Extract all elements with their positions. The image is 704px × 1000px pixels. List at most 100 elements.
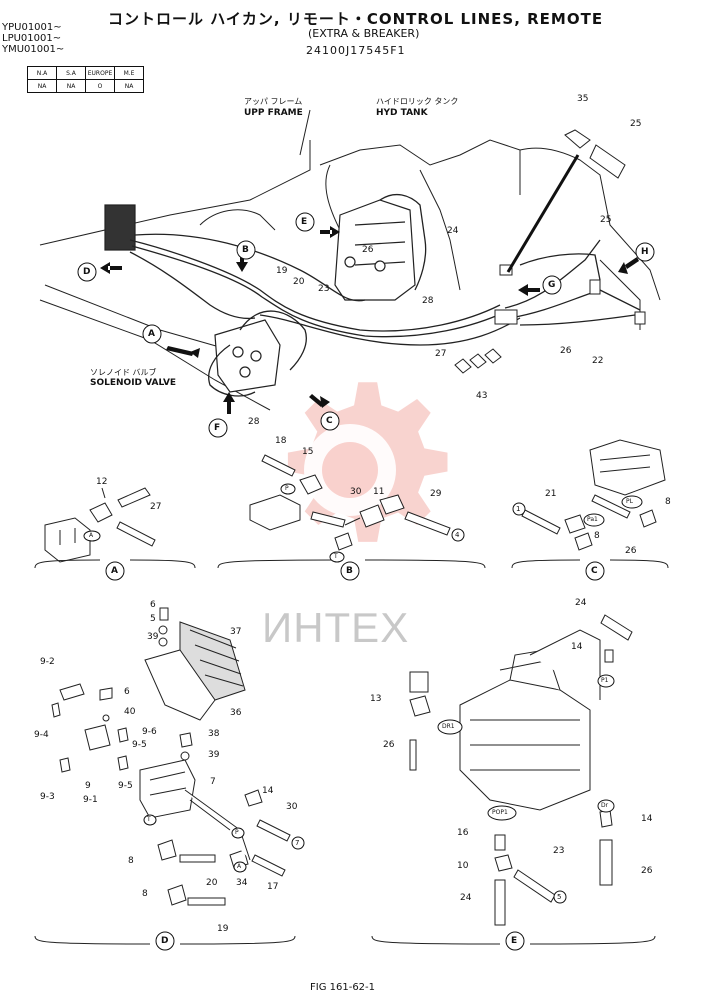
diagram-title: コントロール ハイカン, リモート・CONTROL LINES, REMOTE: [108, 10, 604, 28]
applicability-table: N.A S.A EUROPE M.E NA NA O NA: [27, 66, 144, 93]
section-circle-a: [105, 561, 125, 581]
port-label: DR1: [442, 723, 455, 730]
callout: 9-3: [40, 792, 55, 802]
callout: 21: [545, 489, 557, 499]
port-label: A: [237, 863, 242, 870]
view-marker-a: [142, 324, 162, 344]
callout: 8: [128, 856, 134, 866]
callout: 23: [318, 284, 330, 294]
port-label: P: [285, 485, 289, 492]
callout: 9-1: [83, 795, 98, 805]
port-label: POP1: [492, 809, 508, 816]
serial-list: YPU01001~ LPU01001~ YMU01001~: [2, 22, 64, 55]
solenoid-jp-label: ソレノイド バルブ: [90, 368, 157, 377]
callout: 8: [142, 889, 148, 899]
callout: 30: [350, 487, 362, 497]
port-label: P: [235, 829, 239, 836]
applicability-value: NA: [27, 79, 57, 93]
callout: 7: [210, 777, 216, 787]
port-label: A: [89, 532, 94, 539]
fittings: [454, 129, 646, 374]
callout: 26: [560, 346, 572, 356]
port-oval-t: [329, 551, 345, 563]
view-marker-letter: G: [548, 280, 556, 290]
callout: 9-5: [132, 740, 147, 750]
callout: 14: [641, 814, 653, 824]
callout: 20: [293, 277, 305, 287]
callout: 20: [206, 878, 218, 888]
view-marker-h: [635, 242, 655, 262]
detail-e: [409, 614, 633, 926]
callout: 9-5: [118, 781, 133, 791]
callout: 22: [592, 356, 604, 366]
port-number-circle: [512, 502, 526, 516]
callout: 26: [641, 866, 653, 876]
port-label: T: [147, 816, 151, 823]
callout: 25: [630, 119, 642, 129]
hyd-tank-valve: [334, 199, 416, 301]
solenoid-valve: [214, 319, 281, 393]
view-marker-letter: C: [326, 416, 333, 426]
part-number: 24100J17545F1: [306, 44, 406, 57]
section-letter: B: [346, 566, 353, 576]
callout: 9: [85, 781, 91, 791]
port-label: Pa1: [587, 516, 598, 523]
port-label: T: [334, 553, 338, 560]
section-circle-b: [340, 561, 360, 581]
callout: 10: [457, 861, 469, 871]
port-oval-pa1: [583, 513, 605, 527]
callout: 28: [248, 417, 260, 427]
hose-35: [506, 154, 580, 273]
callout: 39: [208, 750, 220, 760]
callout: 18: [275, 436, 287, 446]
section-circle-c: [585, 561, 605, 581]
callout: 15: [302, 447, 314, 457]
section-circle-e: [505, 931, 525, 951]
section-letter: D: [161, 936, 169, 946]
callout: 26: [383, 740, 395, 750]
callout: 6: [150, 600, 156, 610]
callout: 40: [124, 707, 136, 717]
remote-control-box: [104, 204, 136, 251]
section-letter: A: [111, 566, 118, 576]
view-marker-letter: H: [641, 247, 649, 257]
detail-c: [521, 439, 666, 551]
callout: 26: [625, 546, 637, 556]
port-oval-dr: [597, 799, 615, 813]
port-number: 7: [295, 839, 300, 847]
port-number-circle: [553, 890, 567, 904]
callout: 24: [447, 226, 459, 236]
callout: 8: [665, 497, 671, 507]
view-arrows: [100, 226, 639, 414]
port-oval-p2: [231, 827, 245, 839]
callout: 5: [150, 614, 156, 624]
diagram-subtitle: (EXTRA & BREAKER): [308, 27, 420, 40]
callout: 34: [236, 878, 248, 888]
section-letter: C: [591, 566, 598, 576]
view-marker-b: [236, 240, 256, 260]
section-letter: E: [511, 936, 518, 946]
detail-a: [44, 487, 156, 563]
detail-d: [51, 607, 291, 906]
port-label: Dr: [601, 802, 609, 809]
port-number: 4: [455, 531, 460, 539]
callout: 8: [594, 531, 600, 541]
callout: 9-4: [34, 730, 49, 740]
port-label: P1: [601, 677, 609, 684]
callout: 38: [208, 729, 220, 739]
hyd-tank-jp-label: ハイドロリック タンク: [376, 97, 459, 106]
section-circle-d: [155, 931, 175, 951]
callout: 28: [422, 296, 434, 306]
port-oval-p: [280, 483, 296, 495]
view-marker-letter: D: [83, 267, 91, 277]
callout: 27: [435, 349, 447, 359]
port-number: 5: [557, 893, 562, 901]
callout: 19: [217, 924, 229, 934]
view-marker-f: [208, 418, 228, 438]
callout: 36: [230, 708, 242, 718]
callout: 24: [575, 598, 587, 608]
upp-frame-jp-label: アッパ フレーム: [244, 97, 303, 106]
serial-number: LPU01001~: [2, 33, 62, 44]
serial-number: YMU01001~: [2, 44, 65, 55]
